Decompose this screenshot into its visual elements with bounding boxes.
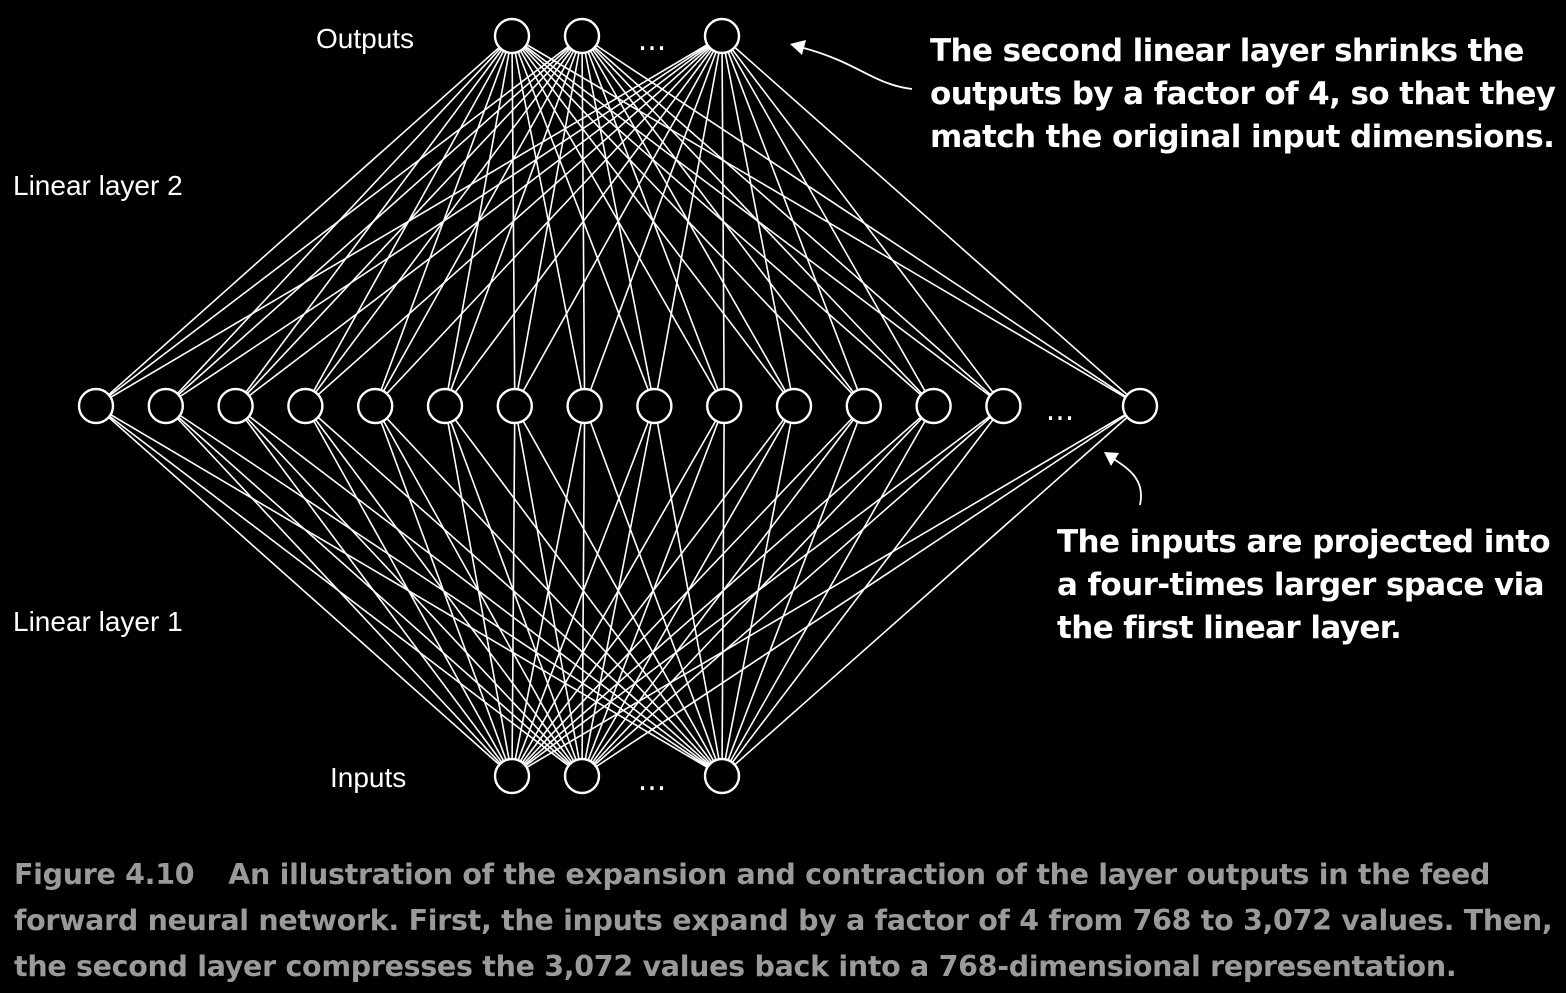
top-annotation-line: The second linear layer shrinks the — [930, 33, 1524, 69]
layer1-connection — [721, 405, 1005, 777]
top-annotation-line: match the original input dimensions. — [930, 119, 1555, 155]
annotation-arrows — [790, 40, 1142, 506]
neural-network-diagram: ......... — [77, 17, 1159, 798]
hidden-node — [147, 387, 185, 425]
outputs-ellipsis: ... — [638, 23, 667, 58]
linear-layer-2-label: Linear layer 2 — [13, 170, 183, 201]
layer2-connection — [721, 35, 1141, 407]
inputs-ellipsis: ... — [638, 763, 667, 798]
outputs-label: Outputs — [316, 23, 415, 54]
figure-caption: Figure 4.10 An illustration of the expans… — [14, 852, 1559, 990]
hidden-node — [775, 387, 813, 425]
hidden-node — [217, 387, 254, 425]
caption-line: the second layer compresses the 3,072 va… — [14, 950, 1457, 983]
output-node — [703, 17, 741, 55]
layer1-connection — [511, 405, 725, 777]
hidden-node — [287, 387, 324, 425]
layer2-connection — [511, 35, 516, 407]
hidden-node — [985, 387, 1022, 425]
layer1-connection — [721, 405, 935, 777]
layer2-connection — [165, 35, 513, 407]
top-annotation-arrowhead — [790, 40, 806, 55]
layer2-connection — [581, 35, 1004, 407]
layer2-connection — [511, 35, 1141, 407]
hidden-node — [915, 387, 952, 425]
network-nodes — [77, 17, 1159, 795]
layer2-connection — [444, 35, 513, 407]
layer2-connection — [511, 35, 656, 407]
layer1-connection — [374, 405, 513, 777]
layer1-connection — [511, 405, 586, 777]
ellipsis-marks: ......... — [638, 23, 1075, 798]
layer2-connection — [511, 35, 1004, 407]
layer1-connection — [511, 405, 656, 777]
layer2-connection — [721, 35, 935, 407]
linear-layer-1-label: Linear layer 1 — [13, 606, 183, 637]
caption-line: Figure 4.10 An illustration of the expans… — [14, 852, 1559, 898]
hidden-node — [636, 387, 673, 425]
layer2-connection — [581, 35, 1141, 407]
caption-line: forward neural network. First, the input… — [14, 904, 1553, 937]
layer1-connection — [234, 405, 513, 777]
layer1-connection — [721, 405, 1141, 777]
layer1-connection — [165, 405, 513, 777]
layer2-connection — [511, 35, 795, 407]
layer1-connection — [511, 405, 865, 777]
input-node — [493, 757, 531, 795]
bottom-annotation-arrow — [1111, 457, 1142, 506]
layer1-connection — [304, 405, 513, 777]
caption-text: An illustration of the expansion and con… — [228, 858, 1491, 891]
hidden-node — [566, 387, 603, 425]
layer1-connection — [511, 405, 516, 777]
input-node — [563, 757, 601, 795]
hidden-node — [845, 387, 882, 425]
top-annotation: The second linear layer shrinks the outp… — [930, 30, 1556, 159]
input-node — [703, 757, 741, 795]
top-annotation-line: outputs by a factor of 4, so that they — [930, 76, 1556, 112]
connection-lines — [95, 35, 1141, 777]
hidden-node — [426, 387, 464, 425]
layer1-connection — [511, 405, 1141, 777]
hidden-ellipsis: ... — [1046, 393, 1075, 428]
layer1-connection — [581, 405, 1004, 777]
layer1-connection — [444, 405, 513, 777]
layer1-connection — [581, 405, 1141, 777]
inputs-label: Inputs — [330, 762, 407, 793]
layer2-connection — [374, 35, 513, 407]
layer1-connection — [511, 405, 1004, 777]
layer2-connection — [511, 35, 586, 407]
hidden-node — [77, 387, 115, 425]
layer2-connection — [721, 35, 1005, 407]
hidden-node — [706, 387, 743, 425]
hidden-node — [1121, 387, 1159, 425]
top-annotation-arrow — [799, 46, 913, 90]
bottom-annotation-line: a four-times larger space via — [1057, 567, 1545, 603]
layer1-connection — [511, 405, 795, 777]
output-node — [493, 17, 531, 55]
figure-number: Figure 4.10 — [14, 858, 195, 891]
bottom-annotation: The inputs are projected into a four-tim… — [1057, 521, 1551, 650]
layer2-connection — [511, 35, 935, 407]
bottom-annotation-line: the first linear layer. — [1057, 610, 1402, 646]
output-node — [563, 17, 601, 55]
layer2-connection — [511, 35, 725, 407]
layer1-connection — [511, 405, 935, 777]
layer2-connection — [234, 35, 513, 407]
bottom-annotation-line: The inputs are projected into — [1057, 524, 1551, 560]
hidden-node — [357, 387, 394, 425]
layer1-connection — [95, 405, 513, 777]
layer2-connection — [511, 35, 865, 407]
layer2-connection — [95, 35, 513, 407]
bottom-annotation-arrowhead — [1104, 452, 1119, 466]
hidden-node — [496, 387, 533, 425]
layer2-connection — [304, 35, 513, 407]
